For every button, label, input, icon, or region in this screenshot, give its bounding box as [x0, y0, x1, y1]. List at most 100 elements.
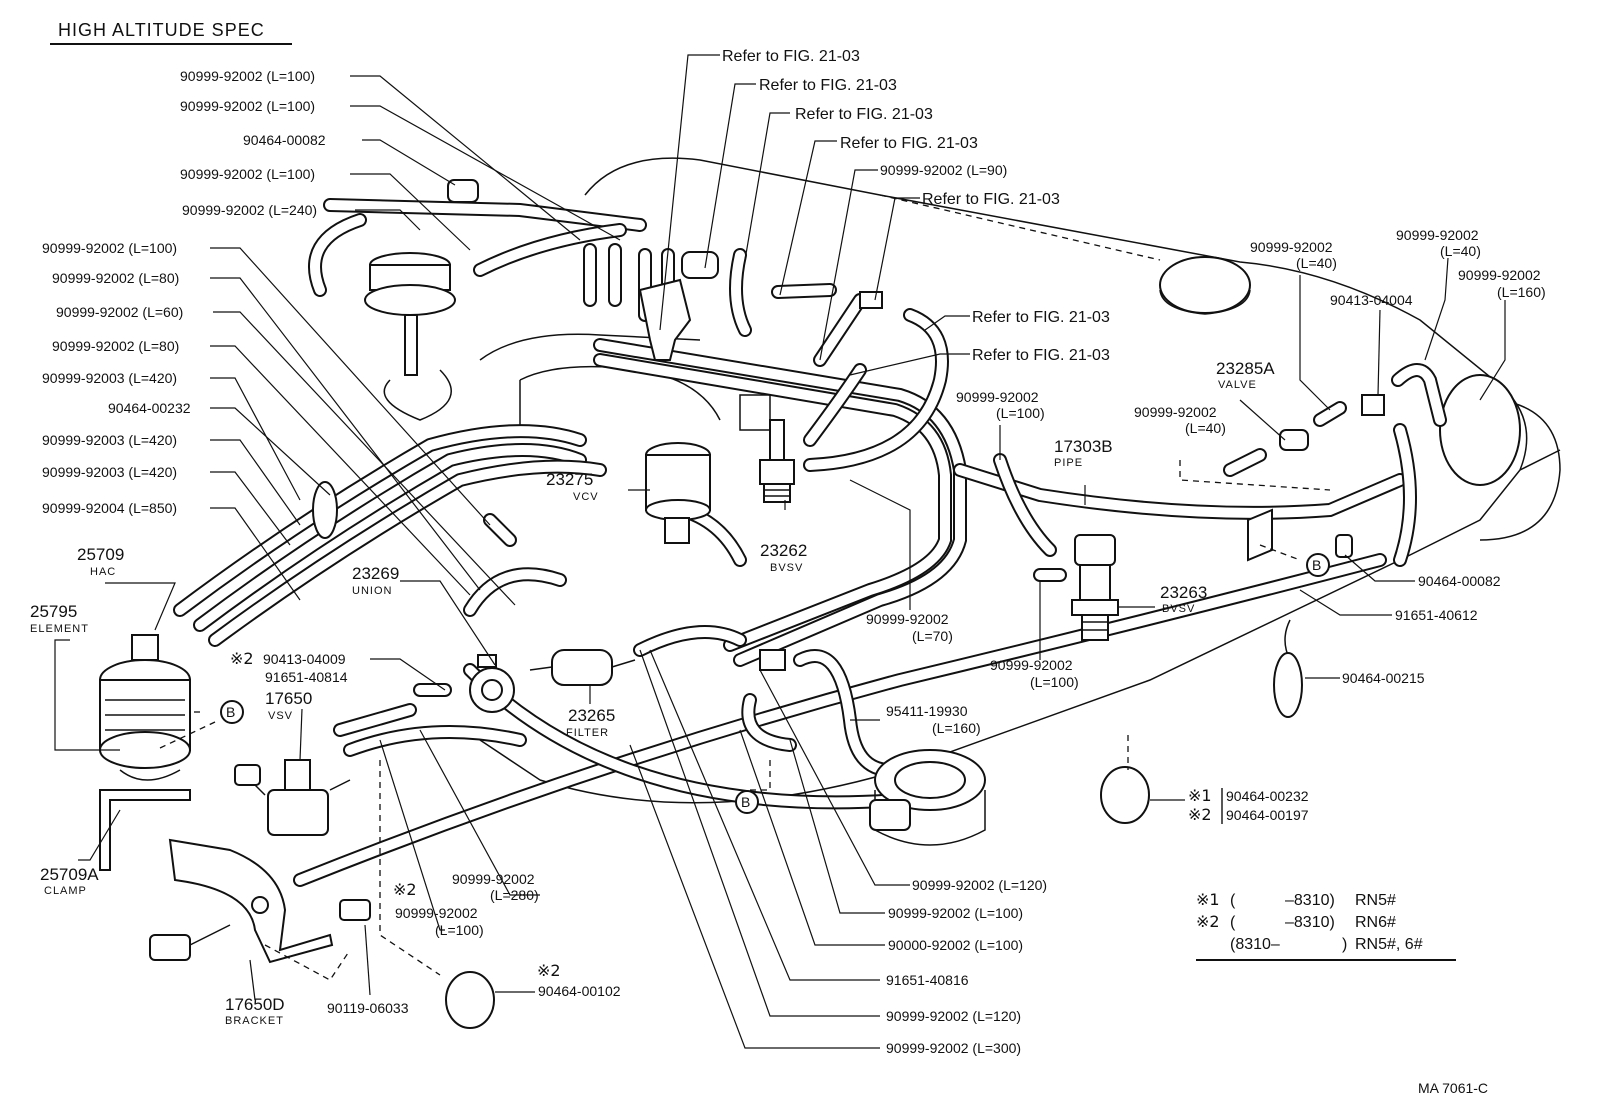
label-hose-l80-a: 90999-92002 (L=80): [52, 270, 179, 286]
label-bvsv-right-number: 23263: [1160, 583, 1207, 602]
label-hose-l280-length: (L=280): [490, 887, 539, 903]
label-90413-04004: 90413-04004: [1330, 292, 1413, 308]
refer-fig-3: Refer to FIG. 21-03: [795, 106, 933, 123]
hac-assembly: [99, 634, 191, 871]
label-bvsv-left-name: BVSV: [770, 562, 803, 574]
mark-2-bottom: ※2: [537, 961, 561, 980]
label-vsv-name: VSV: [268, 710, 293, 722]
label-hose-l100-b: 90999-92002 (L=100): [180, 98, 315, 114]
legend-row2-range: –8310): [1285, 914, 1335, 931]
mark-2-mid: ※2: [393, 880, 417, 899]
label-valve-number: 23285A: [1216, 359, 1275, 378]
label-hose-l40-c-length: (L=40): [1440, 243, 1481, 259]
label-clip-90464-00082: 90464-00082: [243, 132, 326, 148]
label-pipe-name: PIPE: [1054, 457, 1083, 469]
label-hose-l100-d: 90999-92002 (L=100): [42, 240, 177, 256]
label-clamp-name: CLAMP: [44, 885, 87, 897]
label-91651-40814: 91651-40814: [265, 669, 348, 685]
label-hac-name: HAC: [90, 566, 116, 578]
label-bottom-l100: 90999-92002 (L=100): [888, 905, 1023, 921]
label-hose-l40-c-part: 90999-92002: [1396, 227, 1479, 243]
label-hose-l60: 90999-92002 (L=60): [56, 304, 183, 320]
hose-clamps: [312, 481, 1303, 1029]
label-filter-name: FILTER: [566, 727, 609, 739]
label-hac-number: 25709: [77, 545, 124, 564]
label-hose-l100-a: 90999-92002 (L=100): [180, 68, 315, 84]
label-vcv-number: 23275: [546, 470, 593, 489]
label-hose-l420-a: 90999-92003 (L=420): [42, 370, 177, 386]
label-90413-04009: 90413-04009: [263, 651, 346, 667]
vacuum-actuator: [869, 749, 986, 846]
legend-row1-model: RN5#: [1355, 892, 1396, 909]
applicability-legend: ※1 ( –8310) RN5# ※2 ( –8310) RN6# (8310–…: [1196, 890, 1456, 961]
refer-fig-1: Refer to FIG. 21-03: [722, 48, 860, 65]
diagram-title: HIGH ALTITUDE SPEC: [58, 20, 265, 40]
engine-outline: [479, 157, 1561, 804]
label-90464-00232-right: 90464-00232: [1226, 788, 1309, 804]
label-element-name: ELEMENT: [30, 623, 89, 635]
label-95411-part: 95411-19930: [886, 703, 968, 719]
refer-fig-4: Refer to FIG. 21-03: [840, 135, 978, 152]
tvsv-canister: [364, 252, 456, 421]
refer-fig-2: Refer to FIG. 21-03: [759, 77, 897, 94]
turbo-housing: [1439, 374, 1521, 486]
label-hose-l100-bottom-part: 90999-92002: [395, 905, 478, 921]
hose-bundle: [173, 198, 1447, 887]
union-part: [469, 654, 515, 713]
mark-2-top: ※2: [230, 649, 254, 668]
label-bracket-number: 17650D: [225, 995, 285, 1014]
label-91651-40612: 91651-40612: [1395, 607, 1478, 623]
legend-row1-mark: ※1: [1196, 890, 1220, 909]
b-marker-right: B: [1306, 553, 1330, 577]
label-hose-l160-part: 90999-92002: [1458, 267, 1541, 283]
label-hose-l100-mid-part: 90999-92002: [956, 389, 1039, 405]
legend-row1-open: (: [1230, 892, 1236, 909]
label-hose-l420-c: 90999-92003 (L=420): [42, 464, 177, 480]
label-hose-l420-b: 90999-92003 (L=420): [42, 432, 177, 448]
bvsv-right: [1071, 534, 1119, 641]
label-union-number: 23269: [352, 564, 399, 583]
label-bottom-l120-b: 90999-92002 (L=120): [886, 1008, 1021, 1024]
label-hose-l240: 90999-92002 (L=240): [182, 202, 317, 218]
oil-cap: [1159, 256, 1251, 314]
label-hose-l90: 90999-92002 (L=90): [880, 162, 1007, 178]
svg-text:B: B: [741, 794, 750, 810]
legend-row3-close: ): [1342, 936, 1347, 953]
label-hose-l70-part: 90999-92002: [866, 611, 949, 627]
label-hose-l70-length: (L=70): [912, 628, 953, 644]
legend-row1-range: –8310): [1285, 892, 1335, 909]
legend-row2-open: (: [1230, 914, 1236, 931]
label-90464-00215: 90464-00215: [1342, 670, 1425, 686]
label-hose-l100-right-part: 90999-92002: [990, 657, 1073, 673]
legend-row3-model: RN5#, 6#: [1355, 936, 1423, 953]
label-hose-l850: 90999-92004 (L=850): [42, 500, 177, 516]
svg-text:B: B: [226, 704, 235, 720]
legend-row2-model: RN6#: [1355, 914, 1396, 931]
label-bottom-90000: 90000-92002 (L=100): [888, 937, 1023, 953]
label-hose-l100-c: 90999-92002 (L=100): [180, 166, 315, 182]
svg-text:B: B: [1312, 557, 1321, 573]
refer-fig-6: Refer to FIG. 21-03: [972, 309, 1110, 326]
label-filter-number: 23265: [568, 706, 615, 725]
label-90464-00082-right: 90464-00082: [1418, 573, 1501, 589]
label-bottom-91651: 91651-40816: [886, 972, 969, 988]
label-hose-l160-length: (L=160): [1497, 284, 1546, 300]
label-hose-l80-b: 90999-92002 (L=80): [52, 338, 179, 354]
vcv-part: [645, 442, 711, 544]
label-bottom-l300: 90999-92002 (L=300): [886, 1040, 1021, 1056]
bvsv-left: [759, 419, 795, 503]
mark-2-right: ※2: [1188, 805, 1212, 824]
label-bvsv-right-name: BVSV: [1162, 603, 1195, 615]
label-vsv-number: 17650: [265, 689, 312, 708]
refer-fig-5: Refer to FIG. 21-03: [922, 191, 1060, 208]
label-95411-length: (L=160): [932, 720, 981, 736]
label-element-number: 25795: [30, 602, 77, 621]
label-hose-l280-part: 90999-92002: [452, 871, 535, 887]
figure-code: MA 7061-C: [1418, 1080, 1488, 1096]
b-marker-center: B: [735, 790, 759, 814]
label-bvsv-left-number: 23262: [760, 541, 807, 560]
label-vcv-name: VCV: [573, 491, 599, 503]
label-clip-90464-00232: 90464-00232: [108, 400, 191, 416]
label-hose-l100-bottom-length: (L=100): [435, 922, 484, 938]
